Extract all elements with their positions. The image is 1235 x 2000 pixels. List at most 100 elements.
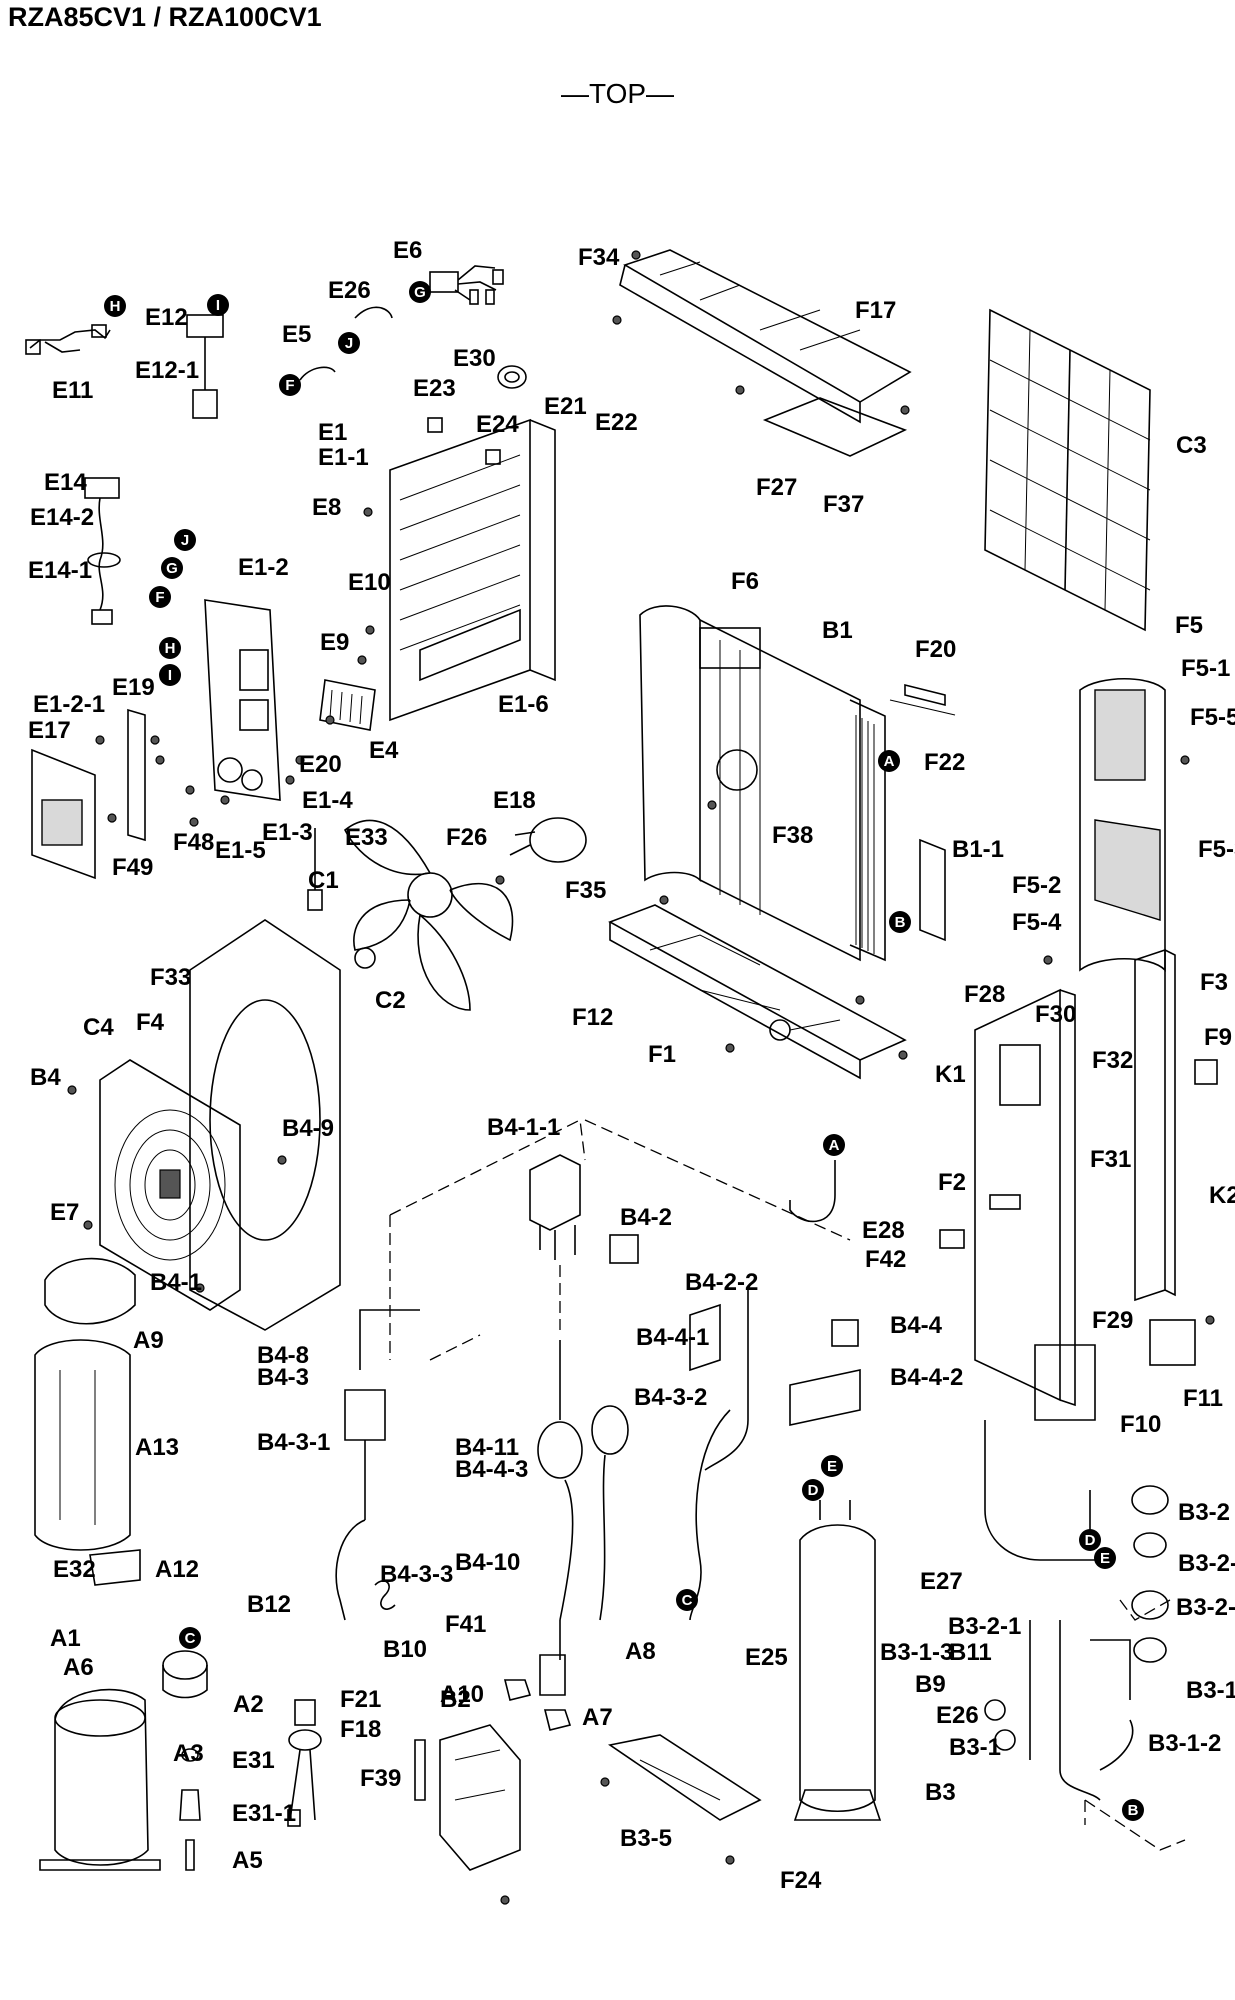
part-label-e26: E26 bbox=[936, 1702, 979, 1729]
screws bbox=[67, 250, 1215, 1905]
part-f20 bbox=[889, 683, 956, 716]
part-label-b3-2: B3-2 bbox=[1178, 1499, 1230, 1526]
part-label-f32: F32 bbox=[1092, 1047, 1133, 1074]
marker-f-circle bbox=[279, 374, 301, 396]
part-label-b2: B2 bbox=[440, 1686, 471, 1713]
part-label-b4-3-3: B4-3-3 bbox=[380, 1561, 453, 1588]
part-label-f37: F37 bbox=[823, 491, 864, 518]
part-label-b3-1-1: B3-1-1 bbox=[1186, 1677, 1235, 1704]
marker-d-circle bbox=[802, 1479, 824, 1501]
part-label-b4-4-1: B4-4-1 bbox=[636, 1324, 709, 1351]
marker-c: C bbox=[185, 1630, 196, 1647]
part-label-b1: B1 bbox=[822, 617, 853, 644]
terminal-block-e4 bbox=[319, 679, 376, 731]
parts-a2-a3-a6 bbox=[179, 1748, 201, 1871]
part-label-f21: F21 bbox=[340, 1686, 381, 1713]
marker-g-circle bbox=[409, 281, 431, 303]
part-label-a8: A8 bbox=[625, 1638, 656, 1665]
marker-g-circle bbox=[161, 557, 183, 579]
part-b1-1 bbox=[919, 838, 946, 942]
part-label-e12: E12 bbox=[145, 304, 188, 331]
part-label-f42: F42 bbox=[865, 1246, 906, 1273]
wire-e26 bbox=[354, 306, 393, 319]
marker-b-circle bbox=[1122, 1799, 1144, 1821]
part-label-e1-4: E1-4 bbox=[302, 787, 353, 814]
part-label-f22: F22 bbox=[924, 749, 965, 776]
bracket-f21 bbox=[439, 1724, 521, 1871]
part-label-c4: C4 bbox=[83, 1014, 114, 1041]
marker-i-circle bbox=[207, 294, 229, 316]
part-label-b3-5: B3-5 bbox=[620, 1825, 672, 1852]
fan-motor-e18 bbox=[509, 817, 587, 863]
part-label-b4-4: B4-4 bbox=[890, 1312, 943, 1339]
part-label-a10: A10 bbox=[440, 1681, 484, 1708]
part-label-f1: F1 bbox=[648, 1041, 676, 1068]
part-label-f27: F27 bbox=[756, 474, 797, 501]
front-grille-c4 bbox=[99, 1059, 241, 1311]
part-label-f34: F34 bbox=[578, 244, 620, 271]
accumulator-b2 bbox=[793, 1500, 882, 1821]
marker-a-circle bbox=[823, 1134, 845, 1156]
marker-i: I bbox=[216, 297, 220, 314]
cover-e17 bbox=[31, 748, 96, 880]
marker-c: C bbox=[682, 1592, 693, 1609]
part-label-e31-1: E31-1 bbox=[232, 1800, 296, 1827]
part-label-c3: C3 bbox=[1176, 432, 1207, 459]
caps-f24-e25 bbox=[1131, 1485, 1169, 1663]
switch-box-e1 bbox=[389, 417, 556, 722]
compressor-cover-a10 bbox=[44, 1257, 136, 1325]
part-label-e1: E1 bbox=[318, 419, 347, 446]
part-label-e14: E14 bbox=[44, 469, 87, 496]
part-label-f28: F28 bbox=[964, 981, 1005, 1008]
marker-e-circle bbox=[821, 1455, 843, 1477]
part-label-e12-1: E12-1 bbox=[135, 357, 199, 384]
marker-d-circle bbox=[1079, 1529, 1101, 1551]
part-label-b4-4-3: B4-4-3 bbox=[455, 1456, 528, 1483]
part-label-b12: B12 bbox=[247, 1591, 291, 1618]
marker-g: G bbox=[414, 284, 426, 301]
part-label-e19: E19 bbox=[112, 674, 155, 701]
marker-h: H bbox=[110, 298, 121, 315]
marker-f-circle bbox=[149, 586, 171, 608]
part-label-a13: A13 bbox=[135, 1434, 179, 1461]
part-label-b4-1: B4-1 bbox=[150, 1269, 202, 1296]
pcb-e1-2 bbox=[204, 599, 281, 801]
marker-e: E bbox=[1100, 1550, 1110, 1567]
marker-g: G bbox=[166, 560, 178, 577]
marker-b: B bbox=[1128, 1802, 1139, 1819]
bottom-frame-f1 bbox=[608, 904, 907, 1080]
nuts-b10-b12 bbox=[503, 1679, 572, 1731]
part-label-e31: E31 bbox=[232, 1747, 275, 1774]
part-label-c1: C1 bbox=[308, 867, 339, 894]
marker-i-circle bbox=[159, 664, 181, 686]
part-label-f5: F5 bbox=[1175, 612, 1203, 639]
part-label-b9: B9 bbox=[915, 1671, 946, 1698]
part-label-b4-11: B4-11 bbox=[455, 1434, 519, 1461]
compressor-jacket-a7 bbox=[34, 1339, 131, 1551]
part-label-f29: F29 bbox=[1092, 1307, 1133, 1334]
part-label-e23: E23 bbox=[413, 375, 456, 402]
wire-e5 bbox=[299, 366, 336, 381]
part-label-e8: E8 bbox=[312, 494, 341, 521]
part-label-e18: E18 bbox=[493, 787, 536, 814]
part-label-e21: E21 bbox=[544, 393, 587, 420]
front-panel-f2 bbox=[939, 988, 1096, 1421]
compressor-a1 bbox=[39, 1688, 161, 1871]
part-label-b4-3-1: B4-3-1 bbox=[257, 1429, 330, 1456]
part-label-f26: F26 bbox=[446, 824, 487, 851]
part-label-b1-1: B1-1 bbox=[952, 836, 1004, 863]
part-label-f31: F31 bbox=[1090, 1146, 1131, 1173]
marker-j-circle bbox=[174, 529, 196, 551]
part-label-a2: A2 bbox=[233, 1691, 264, 1718]
part-label-f11: F11 bbox=[1183, 1385, 1223, 1412]
part-label-e9: E9 bbox=[320, 629, 349, 656]
part-label-e5: E5 bbox=[282, 321, 311, 348]
model-title: RZA85CV1 / RZA100CV1 bbox=[8, 2, 322, 32]
part-label-e11: E11 bbox=[52, 377, 93, 404]
part-label-b4-10: B4-10 bbox=[455, 1549, 520, 1576]
part-label-f5-1: F5-1 bbox=[1181, 655, 1230, 682]
view-label: —TOP— bbox=[560, 78, 675, 109]
